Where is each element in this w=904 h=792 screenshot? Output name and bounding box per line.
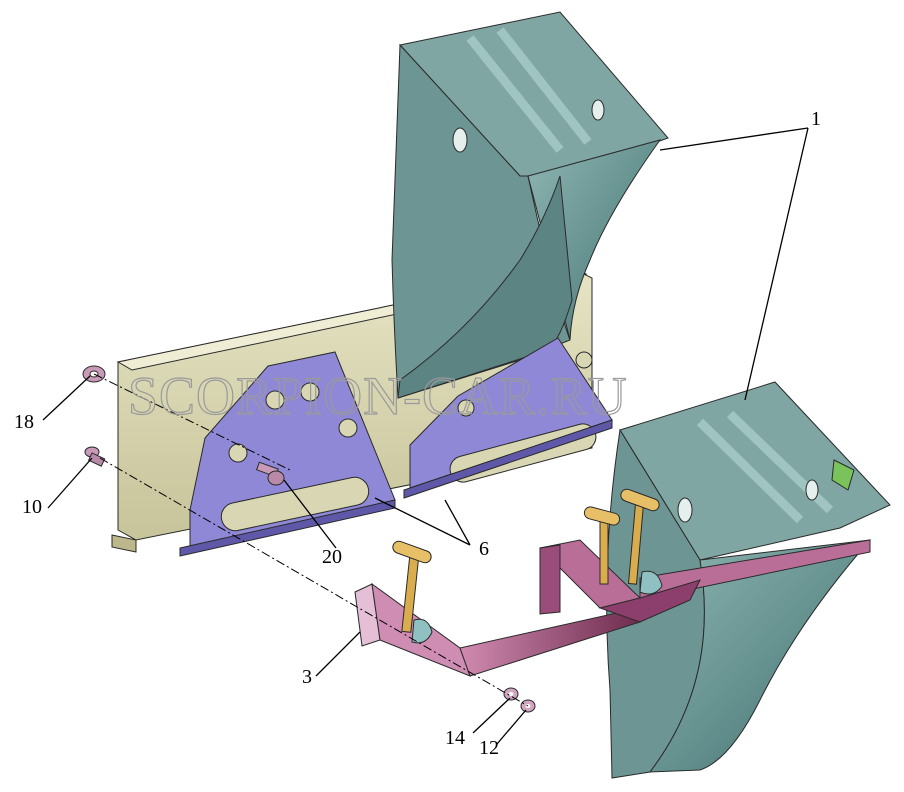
mounting-plate-left	[179, 351, 396, 557]
callout-12: 12	[479, 737, 499, 759]
assembly-axis-upper	[93, 373, 291, 471]
bolt-10	[84, 446, 106, 467]
watermark-text: SCORPION-CAR.RU	[128, 366, 628, 426]
locking-pin-middle	[583, 506, 621, 585]
callout-3: 3	[302, 666, 312, 688]
callout-1: 1	[811, 108, 821, 130]
mounting-plate-right	[403, 337, 613, 499]
callout-14: 14	[445, 727, 465, 749]
locking-pin-right	[620, 488, 663, 595]
mudguard-upper	[391, 11, 669, 399]
callout-20: 20	[322, 546, 342, 568]
washer-14	[503, 687, 519, 701]
locking-pin-left	[392, 540, 433, 644]
assembly-axis-lower	[99, 457, 529, 707]
callout-18: 18	[14, 411, 34, 433]
callout-10: 10	[22, 496, 42, 518]
leader-lines	[42, 127, 809, 745]
callout-6: 6	[479, 538, 489, 560]
bolt-20	[255, 461, 285, 486]
